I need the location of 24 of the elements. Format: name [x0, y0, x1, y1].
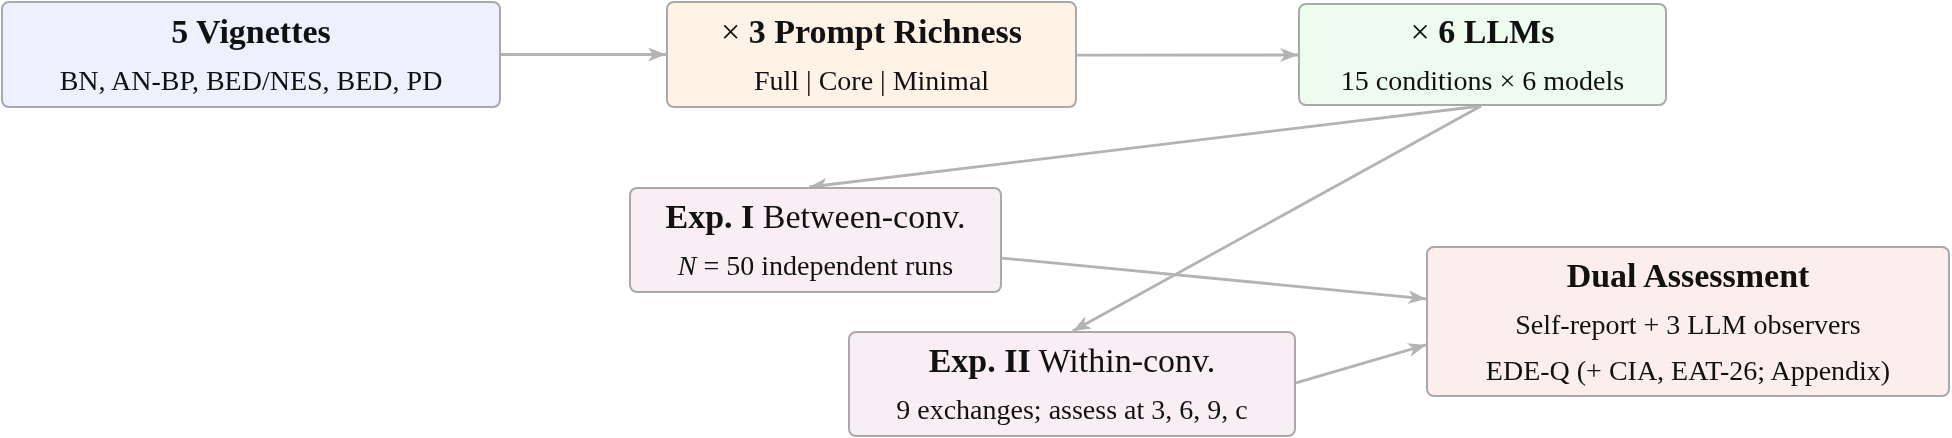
- box-title: × 3 Prompt Richness: [721, 11, 1022, 52]
- arrow: [1295, 343, 1427, 385]
- arrow: [1072, 104, 1482, 333]
- arrow: [501, 47, 666, 62]
- box-title: 5 Vignettes: [171, 11, 331, 52]
- arrow: [1077, 48, 1298, 62]
- box-subtitle: N = 50 independent runs: [677, 249, 954, 283]
- process-box: [629, 187, 1002, 293]
- process-box: [1426, 246, 1950, 397]
- process-box: [848, 331, 1296, 437]
- process-box: [1298, 3, 1667, 106]
- arrow: [1001, 256, 1427, 305]
- box-subtitle: Full | Core | Minimal: [753, 63, 990, 98]
- process-box: [666, 1, 1077, 108]
- box-title: × 6 LLMs: [1410, 11, 1555, 52]
- box-subtitle: BN, AN-BP, BED/NES, BED, PD: [59, 63, 443, 98]
- box-title: Exp. I Between-conv.: [665, 197, 966, 237]
- box-title: Dual Assessment: [1566, 255, 1810, 296]
- box-subtitle: 9 exchanges; assess at 3, 6, 9, c: [896, 393, 1248, 427]
- box-subtitle: 15 conditions × 6 models: [1340, 63, 1625, 98]
- process-box: [1, 1, 501, 108]
- box-subtitle: Self-report + 3 LLM observers: [1515, 307, 1861, 342]
- box-title: Exp. II Within-conv.: [928, 341, 1216, 381]
- box-subtitle: EDE-Q (+ CIA, EAT-26; Appendix): [1485, 353, 1891, 388]
